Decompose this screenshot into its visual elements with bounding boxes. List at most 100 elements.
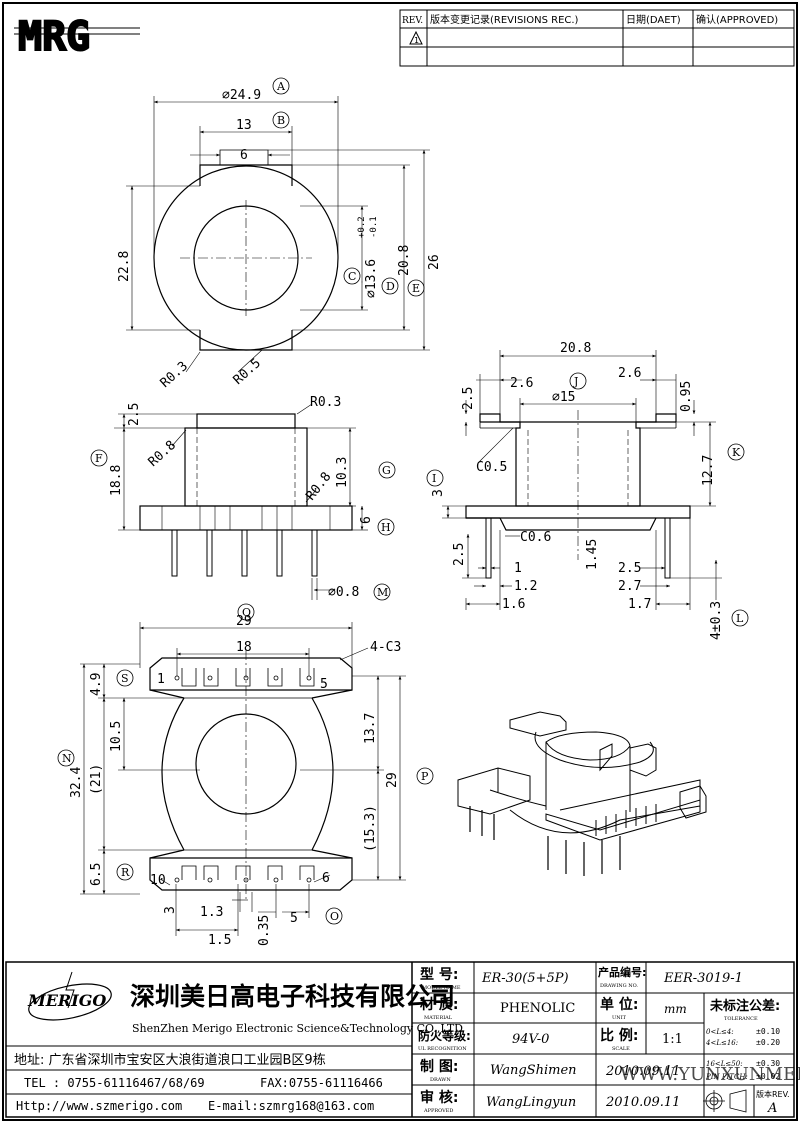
callout-q: Q bbox=[242, 606, 251, 619]
dim-bottom-three: 3 bbox=[163, 906, 178, 914]
dim-front-top: 2.5 bbox=[461, 387, 476, 410]
drawn-sub: DRAWN bbox=[430, 1077, 451, 1083]
scale-sub: SCALE bbox=[612, 1046, 630, 1052]
pin-label-6: 6 bbox=[322, 871, 330, 886]
callout-o: O bbox=[330, 910, 339, 923]
unit-value: mm bbox=[664, 1002, 687, 1016]
tolerance-range-4: PIN PITCH: bbox=[705, 1073, 748, 1081]
material-label: 材 质: bbox=[420, 996, 458, 1013]
callout-m: M bbox=[377, 586, 388, 599]
tolerance-range-1: 0<L≤4: bbox=[706, 1028, 734, 1036]
dim-bottom-bottom: 6.5 bbox=[89, 863, 104, 886]
dim-front-p12: 1.2 bbox=[514, 579, 537, 594]
dim-bottom-right-total: 29 bbox=[385, 772, 400, 788]
approved-date: 2010.09.11 bbox=[605, 1095, 680, 1110]
dim-bottom-mid: (21) bbox=[89, 764, 104, 795]
drawn-value: WangShimen bbox=[490, 1063, 577, 1078]
side-view bbox=[139, 413, 353, 577]
dim-height: 22.8 bbox=[117, 251, 132, 282]
dim-front-l-step: 2.6 bbox=[510, 376, 533, 391]
dim-front-r-top: 0.95 bbox=[679, 381, 694, 412]
model-value: ER-30(5+5P) bbox=[481, 971, 569, 986]
company-address: 地址: 广东省深圳市宝安区大浪街道浪口工业园B区9栋 bbox=[14, 1052, 326, 1068]
rev-value: A bbox=[767, 1101, 777, 1116]
projection-symbol bbox=[703, 1089, 747, 1113]
dim-side-r-left: R0.8 bbox=[146, 438, 179, 470]
rev-header-date: 日期(DAET) bbox=[626, 14, 681, 26]
company-email: E-mail:szmrg168@163.com bbox=[208, 1099, 374, 1113]
watermark: WWW.YUNXUNMED.COM bbox=[620, 1064, 800, 1085]
dim-r1: R0.3 bbox=[158, 359, 191, 391]
callout-k: K bbox=[732, 446, 741, 459]
dim-a-width: ⌀24.9 bbox=[222, 88, 261, 103]
dim-side-h-total: 18.8 bbox=[109, 465, 124, 496]
callout-c: C bbox=[348, 270, 356, 283]
front-view-dims bbox=[442, 350, 722, 610]
dim-front-bore: ⌀15 bbox=[552, 390, 575, 405]
rev-row-1: 1 bbox=[414, 36, 419, 45]
pin-label-1: 1 bbox=[157, 672, 165, 687]
dim-bottom-pitch: 18 bbox=[236, 640, 252, 655]
merigo-logo-text: MERIGO bbox=[27, 991, 106, 1010]
ul-value: 94V-0 bbox=[512, 1032, 549, 1047]
dim-bottom-pin-a: 1.3 bbox=[200, 905, 223, 920]
callout-d: D bbox=[386, 280, 395, 293]
callout-circles-bottom bbox=[57, 603, 434, 925]
tolerance-table: 0<L≤4: ±0.10 4<L≤16: ±0.20 16<L≤50: ±0.3… bbox=[705, 1027, 780, 1081]
dim-hole-tol-plus: +0.2 bbox=[357, 216, 367, 238]
drawn-date: 2010.09.11 bbox=[605, 1064, 680, 1079]
company-fax: FAX:0755-61116466 bbox=[260, 1076, 383, 1090]
drawing-sub: DRAWING NO. bbox=[600, 983, 638, 989]
dim-front-h: 12.7 bbox=[701, 455, 716, 486]
tolerance-val-2: ±0.20 bbox=[756, 1038, 780, 1047]
callout-i: I bbox=[432, 472, 436, 485]
drawing-label: 产品编号: bbox=[598, 965, 646, 979]
dim-front-width: 20.8 bbox=[560, 341, 591, 356]
top-view-dims bbox=[126, 96, 430, 373]
material-sub: MATERIAL bbox=[424, 1015, 453, 1021]
dim-side-r-right: R0.8 bbox=[303, 470, 334, 504]
callout-j: J bbox=[573, 375, 578, 388]
title-block bbox=[5, 961, 795, 1118]
company-tel: TEL : 0755-61116467/68/69 bbox=[24, 1076, 205, 1090]
tolerance-range-2: 4<L≤16: bbox=[705, 1039, 738, 1047]
dim-bottom-top: 4.9 bbox=[89, 673, 104, 696]
tolerance-range-3: 16<L≤50: bbox=[706, 1060, 743, 1068]
dim-front-mid: 1.45 bbox=[585, 539, 600, 570]
tolerance-val-1: ±0.10 bbox=[756, 1027, 780, 1036]
merigo-logo bbox=[28, 971, 112, 1021]
dim-bottom-chamfer: 4-C3 bbox=[370, 640, 401, 655]
front-view bbox=[465, 410, 691, 579]
dim-side-r-top: R0.3 bbox=[310, 395, 341, 410]
dim-front-r25: 2.5 bbox=[618, 561, 641, 576]
dim-r2: R0.5 bbox=[231, 356, 264, 388]
pin-label-10: 10 bbox=[150, 873, 166, 888]
pin-label-5: 5 bbox=[320, 677, 328, 692]
dim-front-r27: 2.7 bbox=[618, 579, 641, 594]
callout-s: S bbox=[121, 672, 129, 685]
dim-bottom-pin-c: 5 bbox=[290, 911, 298, 926]
dim-front-c2: C0.6 bbox=[520, 530, 551, 545]
dim-b-slot: 13 bbox=[236, 118, 252, 133]
material-value: PHENOLIC bbox=[500, 1001, 575, 1016]
dim-bottom-pin-b: 0.35 bbox=[257, 915, 272, 946]
company-http: Http://www.szmerigo.com bbox=[16, 1099, 182, 1113]
dim-front-p16: 1.6 bbox=[502, 597, 525, 612]
dim-slot-inner: 6 bbox=[240, 148, 248, 163]
drawn-label: 制 图: bbox=[420, 1058, 458, 1075]
side-view-dims bbox=[114, 403, 368, 600]
tolerance-val-4: ±0.02 bbox=[756, 1072, 780, 1081]
tolerance-label: 未标注公差: bbox=[709, 998, 780, 1014]
callout-r: R bbox=[121, 866, 130, 879]
approved-label: 审 核: bbox=[420, 1089, 458, 1106]
model-label: 型 号: bbox=[420, 966, 458, 983]
dim-bottom-right-up: 13.7 bbox=[363, 713, 378, 744]
callout-l: L bbox=[736, 612, 744, 625]
company-name-cn: 深圳美日高电子科技有限公司 bbox=[130, 982, 455, 1011]
dim-bottom-right-low: (15.3) bbox=[363, 805, 378, 852]
dim-front-c1: C0.5 bbox=[476, 460, 507, 475]
mrg-logo: MRG bbox=[14, 13, 140, 61]
company-name-en: ShenZhen Merigo Electronic Science&Techn… bbox=[132, 1022, 463, 1035]
dim-front-pin-h: 2.5 bbox=[452, 543, 467, 566]
ul-label: 防火等级: bbox=[418, 1028, 471, 1043]
